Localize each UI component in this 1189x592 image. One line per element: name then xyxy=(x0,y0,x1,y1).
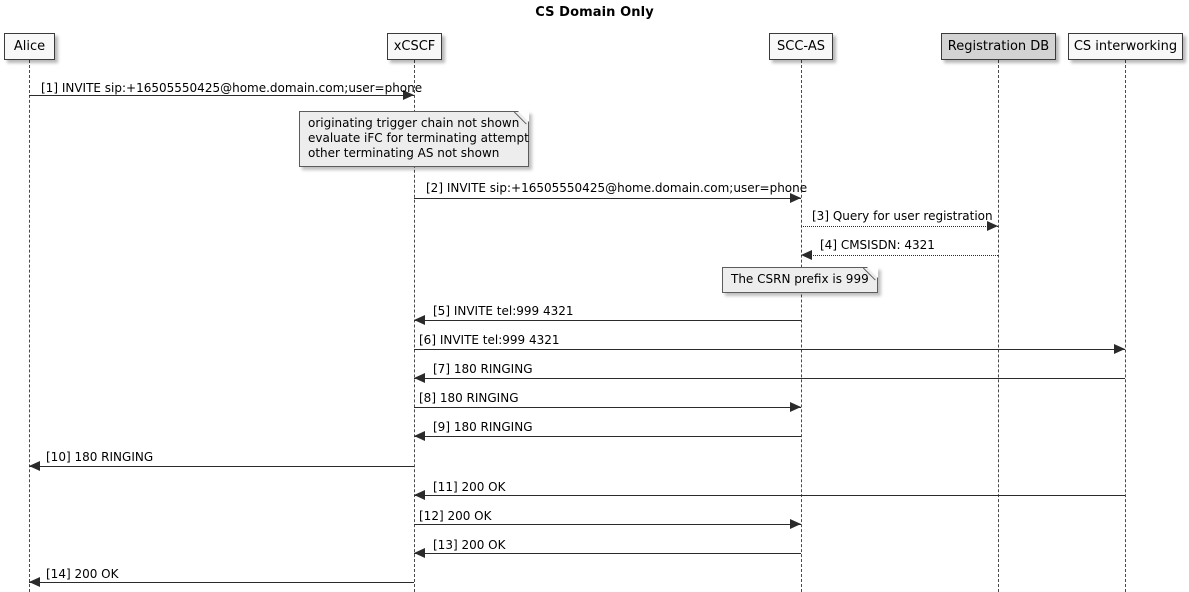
participant-label: CS interworking xyxy=(1073,39,1178,54)
message-line-13 xyxy=(414,553,801,554)
lifeline-regdb xyxy=(998,60,999,592)
message-label-13: [13] 200 OK xyxy=(433,538,506,552)
message-line-8 xyxy=(414,407,801,408)
message-label-8: [8] 180 RINGING xyxy=(419,391,519,405)
message-arrowhead-10 xyxy=(29,461,40,471)
note-fold-edge xyxy=(514,111,529,126)
message-arrowhead-2 xyxy=(790,193,801,203)
diagram-title: CS Domain Only xyxy=(535,5,654,20)
message-line-11 xyxy=(414,495,1125,496)
participant-alice[interactable]: Alice xyxy=(4,33,55,60)
note-fold-edge xyxy=(863,267,878,282)
message-label-9: [9] 180 RINGING xyxy=(433,420,533,434)
message-line-9 xyxy=(414,436,801,437)
message-label-4: [4] CMSISDN: 4321 xyxy=(820,238,935,252)
message-label-10: [10] 180 RINGING xyxy=(46,450,154,464)
message-arrowhead-5 xyxy=(414,315,425,325)
message-arrowhead-1 xyxy=(403,90,414,100)
message-line-6 xyxy=(414,349,1125,350)
participant-regdb[interactable]: Registration DB xyxy=(941,33,1056,60)
message-arrowhead-11 xyxy=(414,490,425,500)
message-line-10 xyxy=(29,466,414,467)
note-text: originating trigger chain not shown eval… xyxy=(308,116,529,160)
lifeline-xcscf xyxy=(414,60,415,592)
message-arrowhead-9 xyxy=(414,431,425,441)
message-label-3: [3] Query for user registration xyxy=(812,209,993,223)
message-label-12: [12] 200 OK xyxy=(419,509,492,523)
lifeline-csiw xyxy=(1125,60,1126,592)
message-arrowhead-6 xyxy=(1114,344,1125,354)
message-label-14: [14] 200 OK xyxy=(46,567,119,581)
message-line-3 xyxy=(801,226,998,227)
message-label-2: [2] INVITE sip:+16505550425@home.domain.… xyxy=(426,181,808,195)
participant-label: Alice xyxy=(13,39,46,54)
note-text: The CSRN prefix is 999 xyxy=(731,272,869,286)
message-arrowhead-12 xyxy=(790,519,801,529)
message-label-5: [5] INVITE tel:999 4321 xyxy=(433,304,574,318)
message-line-4 xyxy=(801,255,998,256)
note-originating-trigger: originating trigger chain not shown eval… xyxy=(299,111,529,167)
message-label-11: [11] 200 OK xyxy=(433,480,506,494)
message-arrowhead-4 xyxy=(801,250,812,260)
message-line-14 xyxy=(29,582,414,583)
message-line-2 xyxy=(414,198,801,199)
participant-label: Registration DB xyxy=(947,39,1050,54)
message-label-7: [7] 180 RINGING xyxy=(433,362,533,376)
participant-sccas[interactable]: SCC-AS xyxy=(769,33,833,60)
participant-label: xCSCF xyxy=(393,39,436,54)
message-arrowhead-7 xyxy=(414,373,425,383)
message-line-1 xyxy=(29,95,414,96)
message-line-12 xyxy=(414,524,801,525)
message-arrowhead-14 xyxy=(29,577,40,587)
message-arrowhead-3 xyxy=(987,221,998,231)
message-arrowhead-13 xyxy=(414,548,425,558)
participant-xcscf[interactable]: xCSCF xyxy=(387,33,442,60)
message-arrowhead-8 xyxy=(790,402,801,412)
message-line-7 xyxy=(414,378,1125,379)
message-label-6: [6] INVITE tel:999 4321 xyxy=(419,333,560,347)
message-label-1: [1] INVITE sip:+16505550425@home.domain.… xyxy=(41,81,423,95)
participant-label: SCC-AS xyxy=(777,39,825,54)
lifeline-sccas xyxy=(801,60,802,592)
lifeline-alice xyxy=(29,60,30,592)
note-csrn-prefix: The CSRN prefix is 999 xyxy=(722,267,878,293)
participant-csiw[interactable]: CS interworking xyxy=(1068,33,1183,60)
message-line-5 xyxy=(414,320,801,321)
